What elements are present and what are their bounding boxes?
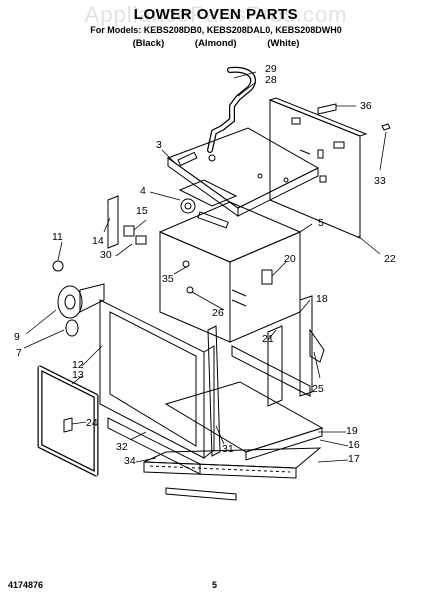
callout-34: 34	[124, 455, 136, 467]
callout-17: 17	[348, 453, 360, 465]
callout-31: 31	[222, 443, 234, 455]
callout-30: 30	[100, 249, 112, 261]
rail	[231, 345, 311, 397]
callout-13: 13	[72, 369, 84, 381]
callout-7: 7	[16, 347, 22, 359]
callout-36: 36	[360, 100, 372, 112]
color-almond: (Almond)	[194, 38, 237, 49]
color-list: (Black) (Almond) (White)	[0, 38, 432, 49]
page-number: 5	[212, 580, 218, 590]
side-bracket	[107, 195, 119, 249]
callout-11: 11	[52, 231, 63, 243]
callout-28: 28	[265, 74, 277, 86]
top-panel	[166, 127, 320, 209]
callout-32: 32	[116, 441, 128, 453]
oven-cavity-front	[159, 231, 231, 343]
callout-9: 9	[14, 331, 20, 343]
callout-15: 15	[136, 205, 148, 217]
bracket-36	[317, 103, 337, 115]
callout-12: 12	[72, 359, 84, 371]
hinge-bracket	[178, 179, 238, 207]
clip-24	[63, 417, 73, 433]
callout-21: 21	[262, 333, 274, 345]
callout-14: 14	[92, 235, 104, 247]
color-black: (Black)	[132, 38, 165, 49]
part-number: 4174876	[8, 580, 44, 590]
color-white: (White)	[267, 38, 300, 49]
side-trim	[207, 325, 221, 457]
page-title: LOWER OVEN PARTS	[133, 6, 299, 23]
model-list: For Models: KEBS208DB0, KEBS208DAL0, KEB…	[90, 25, 342, 35]
callout-5: 5	[318, 217, 324, 229]
callout-29: 29	[265, 63, 277, 75]
watermark: AppliancePartsPros.com	[84, 2, 348, 27]
callout-25: 25	[312, 383, 324, 395]
oven-cavity-side	[229, 231, 301, 343]
callout-33: 33	[374, 175, 386, 187]
callout-19: 19	[346, 425, 358, 437]
knob	[52, 260, 64, 272]
clip-33	[381, 123, 391, 131]
callout-18: 18	[316, 293, 328, 305]
callout-22: 22	[384, 253, 396, 265]
callout-3: 3	[156, 139, 162, 151]
side-channel	[267, 325, 283, 407]
callout-35: 35	[162, 273, 174, 285]
oven-light	[57, 285, 83, 319]
callout-26: 26	[212, 307, 224, 319]
callout-16: 16	[348, 439, 360, 451]
callout-20: 20	[284, 253, 296, 265]
callout-24: 24	[86, 417, 98, 429]
oven-cavity-top	[158, 201, 302, 263]
callout-4: 4	[140, 185, 146, 197]
